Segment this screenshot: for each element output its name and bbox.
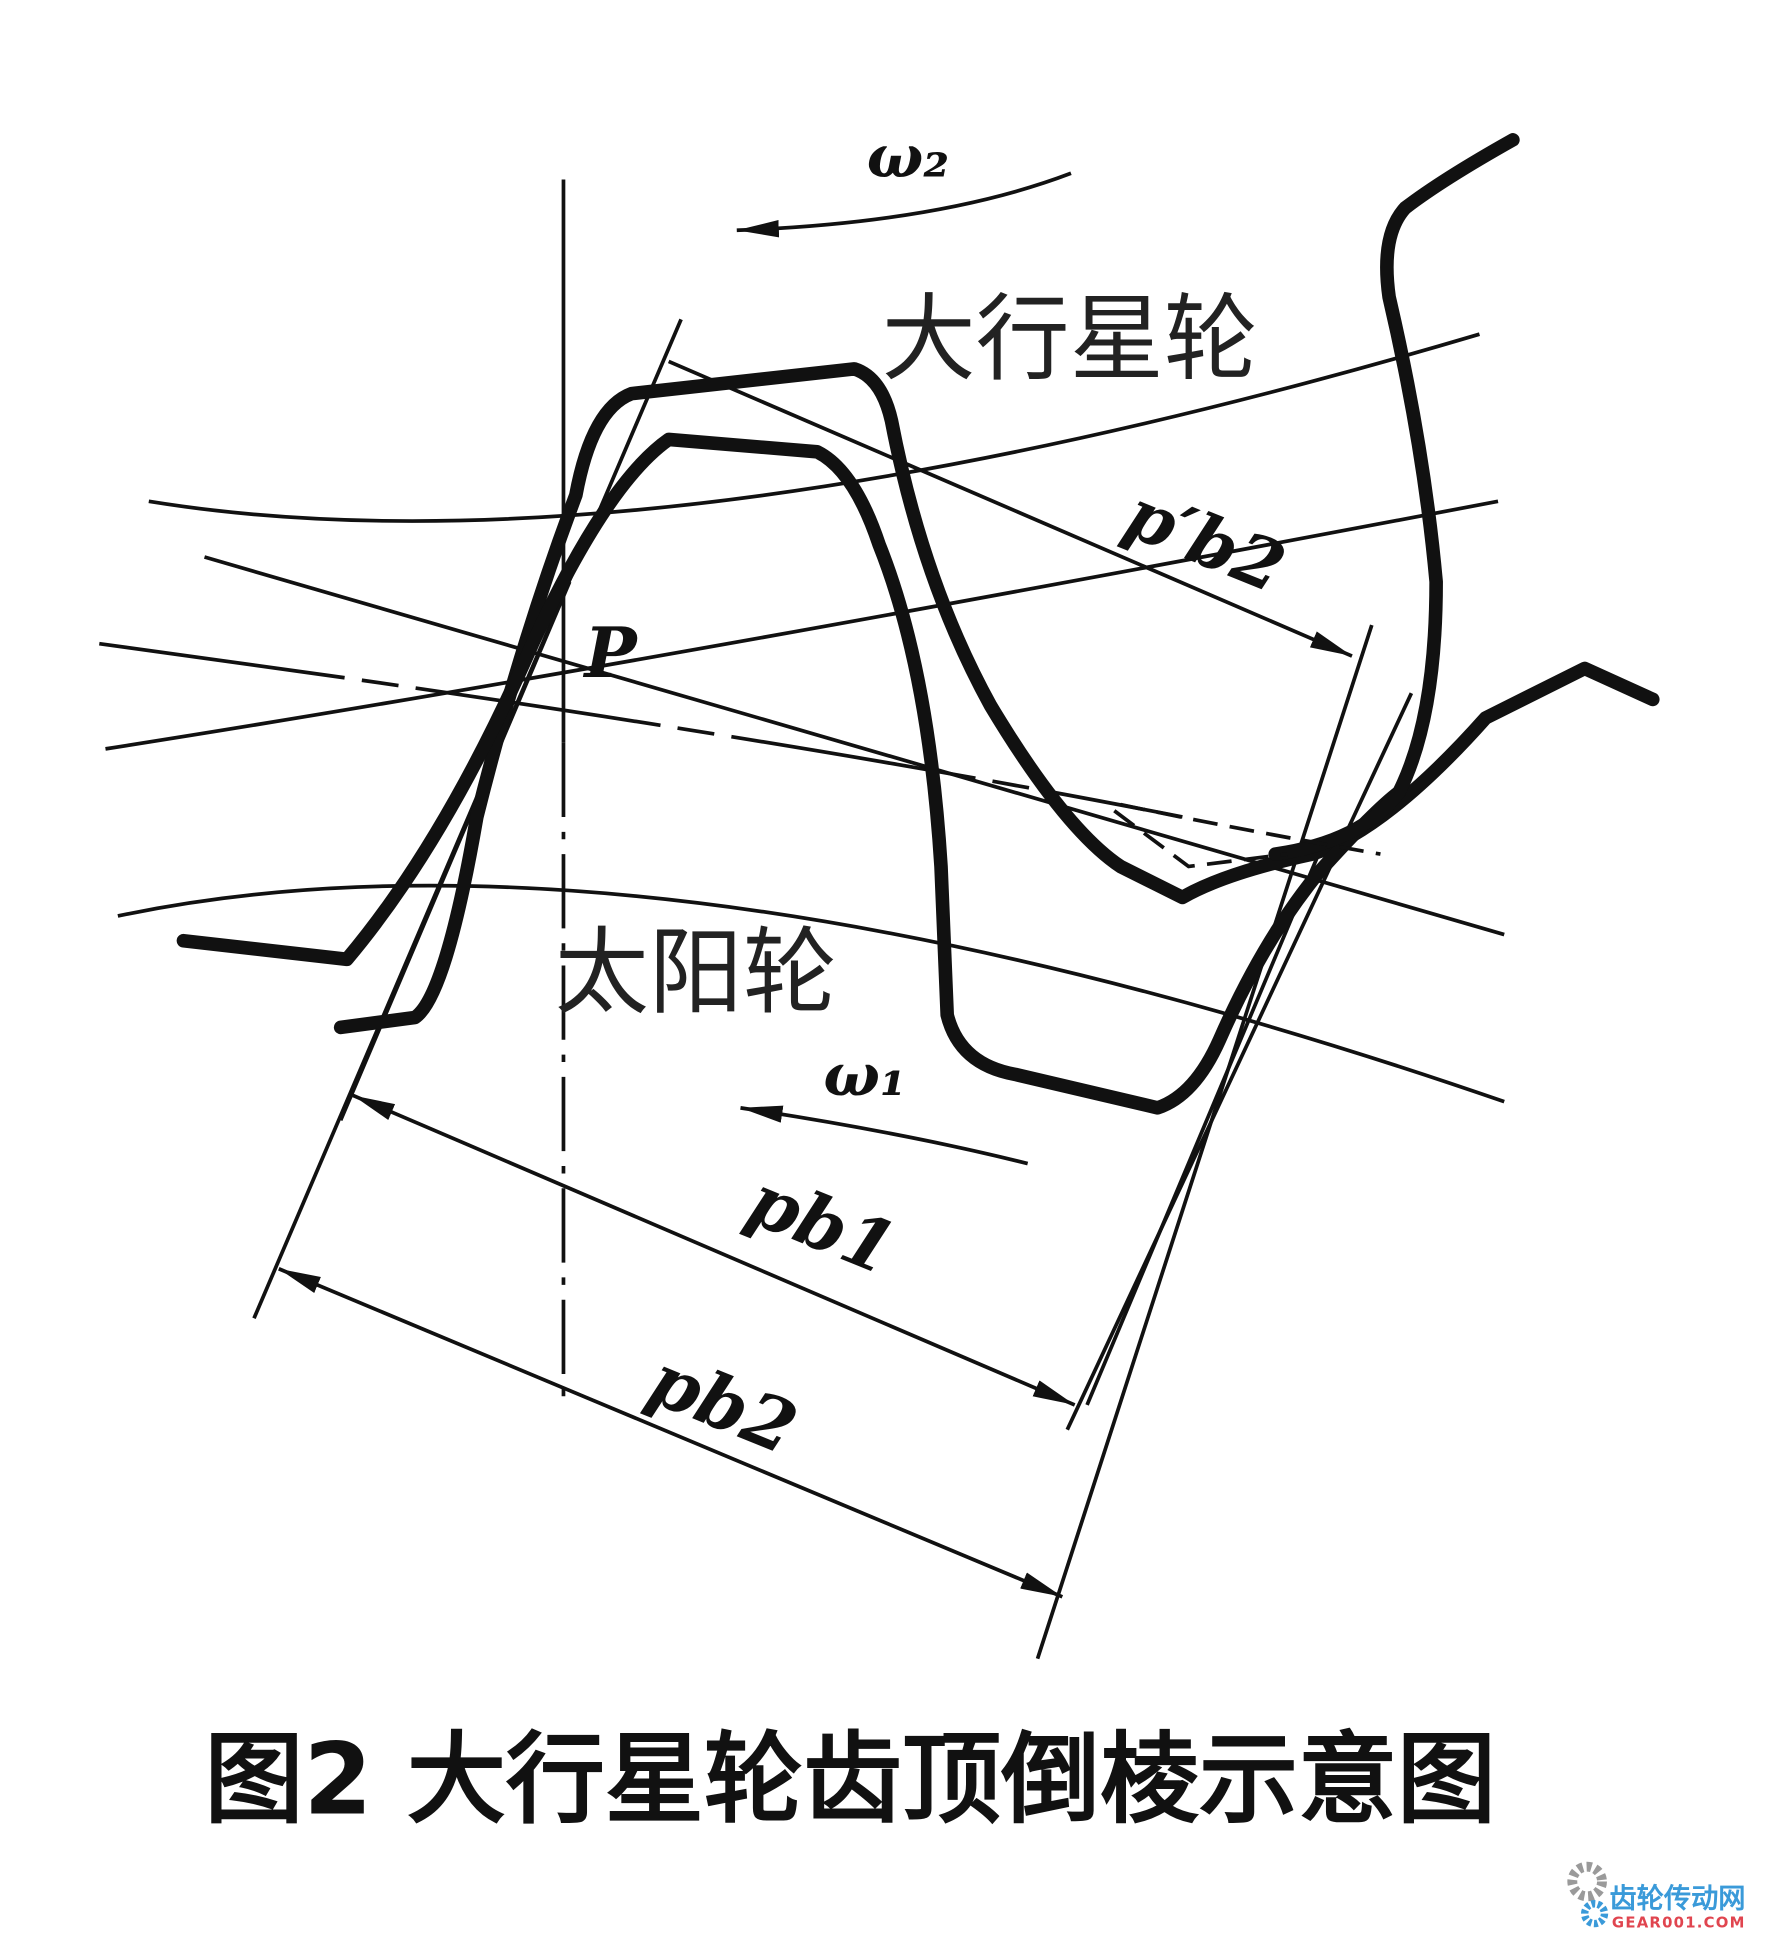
- planet-tooth-right: [1268, 133, 1520, 861]
- line-of-action: [203, 555, 1505, 937]
- gear-icon: [1580, 1900, 1609, 1928]
- omega1-arrow: [740, 1105, 1029, 1166]
- sun-gear-label: 太阳轮: [555, 919, 837, 1028]
- extension-line: [338, 581, 572, 1121]
- pitch-point-label: P: [583, 613, 639, 694]
- p-b2-prime-label: p′b2: [1114, 473, 1296, 609]
- extension-line: [1035, 624, 1374, 1660]
- p-b2-arrow: [278, 1267, 1064, 1599]
- omega1-label: ω₁: [823, 1040, 906, 1110]
- p-b2-prime-text: p′b2: [1114, 473, 1296, 609]
- watermark-logo: 齿轮传动网 GEAR001.COM: [1567, 1861, 1746, 1931]
- extension-line: [1085, 853, 1321, 1406]
- planet-gear-label: 大行星轮: [882, 285, 1258, 394]
- omega2-arrow: [736, 171, 1072, 238]
- sun-root-arc: [117, 883, 1505, 1104]
- extension-line: [1065, 692, 1414, 1431]
- p-b2-label: pb2: [638, 1337, 809, 1471]
- planet-tip-arc: [148, 332, 1480, 523]
- watermark-en: GEAR001.COM: [1612, 1913, 1746, 1931]
- chamfer-dashed: [1113, 802, 1381, 869]
- omega2-label: ω₂: [867, 122, 950, 192]
- gear-icon: [1567, 1861, 1607, 1902]
- sun-pitch-arc: [99, 641, 1183, 819]
- figure-caption: 图2 大行星轮齿顶倒棱示意图: [205, 1722, 1497, 1837]
- watermark-cn: 齿轮传动网: [1609, 1883, 1745, 1914]
- planet-tooth-chamfered: [333, 362, 1660, 1035]
- p-b2-prime-arrow: [667, 359, 1353, 658]
- sun-tooth: [176, 432, 1406, 1115]
- planet-pitch-arc: [105, 499, 1499, 751]
